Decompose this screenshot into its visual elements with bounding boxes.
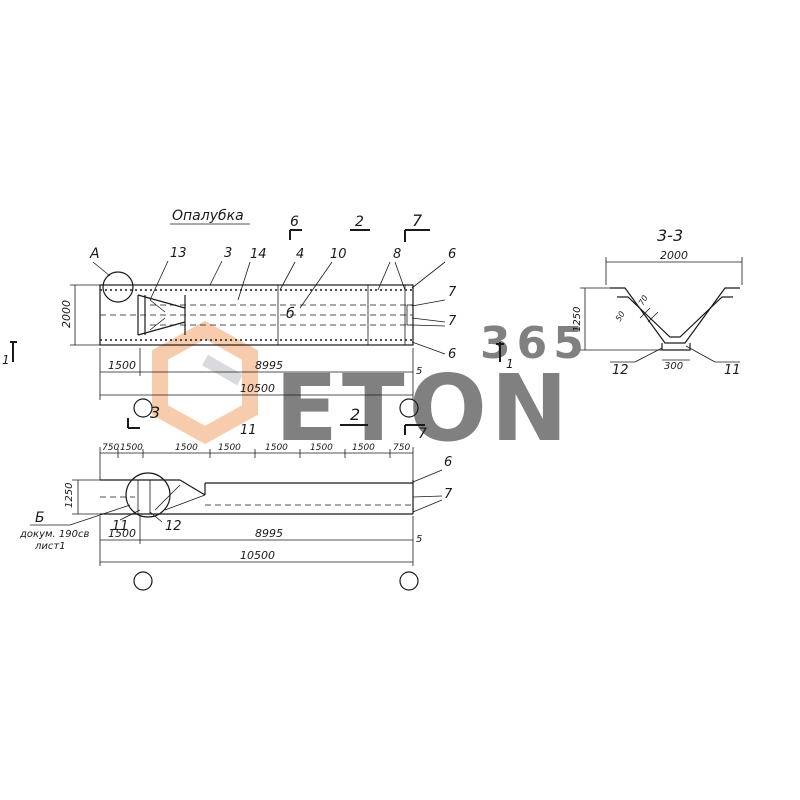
svg-text:б: б bbox=[286, 306, 295, 322]
svg-text:6: 6 bbox=[444, 455, 452, 470]
svg-text:1500: 1500 bbox=[310, 443, 333, 453]
svg-text:7: 7 bbox=[444, 487, 453, 502]
svg-text:300: 300 bbox=[664, 361, 683, 372]
svg-text:70: 70 bbox=[637, 294, 650, 307]
svg-text:7: 7 bbox=[418, 426, 427, 442]
svg-text:А: А bbox=[89, 246, 100, 262]
section-title: 3-3 bbox=[657, 226, 683, 245]
svg-text:1500: 1500 bbox=[120, 443, 143, 453]
bottom-view-top-dims: 750 1500 1500 1500 1500 1500 1500 750 bbox=[99, 443, 414, 480]
svg-text:50: 50 bbox=[614, 310, 627, 323]
cut-marker-2b: 2 bbox=[340, 405, 368, 426]
svg-text:5: 5 bbox=[416, 366, 422, 377]
svg-text:2: 2 bbox=[350, 405, 360, 424]
svg-text:лист1: лист1 bbox=[34, 541, 66, 552]
svg-text:5: 5 bbox=[416, 534, 422, 545]
svg-text:6: 6 bbox=[448, 347, 456, 362]
section-3-3: 3-3 2000 1250 50 70 300 12 11 bbox=[572, 226, 743, 378]
cut-marker-2: 2 bbox=[350, 214, 370, 231]
bottom-view bbox=[100, 472, 414, 518]
svg-text:1: 1 bbox=[506, 357, 514, 371]
bottom-view-dims: 1250 1500 8995 5 10500 bbox=[64, 479, 422, 566]
svg-text:13: 13 bbox=[170, 246, 187, 261]
svg-text:6: 6 bbox=[448, 247, 456, 262]
svg-text:10500: 10500 bbox=[240, 382, 275, 395]
bottom-view-callouts: 6 7 Б докум. 190св лист1 11 12 bbox=[19, 455, 453, 552]
svg-text:1250: 1250 bbox=[572, 307, 583, 332]
svg-text:11: 11 bbox=[724, 363, 741, 378]
svg-text:1500: 1500 bbox=[352, 443, 375, 453]
svg-text:1500: 1500 bbox=[218, 443, 241, 453]
svg-text:8995: 8995 bbox=[255, 359, 283, 372]
svg-text:10500: 10500 bbox=[240, 549, 275, 562]
svg-text:3: 3 bbox=[150, 403, 160, 422]
svg-text:4: 4 bbox=[296, 247, 304, 262]
watermark-logo-icon bbox=[152, 320, 258, 445]
svg-text:2000: 2000 bbox=[60, 300, 73, 328]
svg-text:12: 12 bbox=[612, 363, 629, 378]
svg-text:10: 10 bbox=[330, 247, 347, 262]
svg-text:750: 750 bbox=[102, 443, 119, 453]
svg-text:Б: Б bbox=[35, 510, 45, 526]
cut-marker-11: 11 bbox=[240, 423, 257, 438]
axis-bubbles-top bbox=[133, 398, 419, 418]
svg-text:2000: 2000 bbox=[660, 249, 688, 262]
svg-text:11: 11 bbox=[112, 519, 129, 534]
svg-text:1500: 1500 bbox=[175, 443, 198, 453]
cut-marker-1-right: 1 bbox=[496, 342, 514, 371]
top-view-callouts: А 13 3 14 4 10 б 8 6 7 7 6 bbox=[89, 246, 457, 362]
drawing-title: Опалубка bbox=[172, 208, 244, 224]
svg-text:6: 6 bbox=[290, 214, 299, 230]
top-view-dims: 2000 1500 8995 5 10500 bbox=[60, 284, 422, 400]
svg-text:7: 7 bbox=[412, 211, 423, 230]
svg-text:750: 750 bbox=[393, 443, 410, 453]
cut-marker-3: 3 bbox=[127, 403, 160, 429]
svg-text:3: 3 bbox=[224, 246, 232, 261]
cut-marker-6: 6 bbox=[289, 214, 302, 240]
svg-text:1250: 1250 bbox=[64, 483, 75, 508]
svg-text:11: 11 bbox=[240, 423, 257, 438]
svg-text:1500: 1500 bbox=[265, 443, 288, 453]
svg-text:1500: 1500 bbox=[108, 359, 136, 372]
svg-text:1500: 1500 bbox=[108, 527, 136, 540]
watermark-word: ETON bbox=[275, 355, 572, 462]
svg-text:7: 7 bbox=[448, 314, 457, 329]
svg-text:2: 2 bbox=[355, 214, 364, 230]
cut-marker-1-left: 1 bbox=[2, 341, 17, 367]
svg-text:докум. 190св: докум. 190св bbox=[19, 529, 89, 540]
axis-bubbles-bottom bbox=[133, 571, 419, 591]
cut-marker-7: 7 bbox=[404, 211, 430, 242]
watermark: 3 6 5 ETON bbox=[152, 318, 584, 462]
svg-text:7: 7 bbox=[448, 285, 457, 300]
svg-text:14: 14 bbox=[250, 247, 267, 262]
cut-marker-7b: 7 bbox=[404, 424, 427, 442]
svg-text:8995: 8995 bbox=[255, 527, 283, 540]
svg-text:8: 8 bbox=[393, 247, 401, 262]
svg-text:1: 1 bbox=[2, 353, 10, 367]
svg-text:12: 12 bbox=[165, 519, 182, 534]
top-view bbox=[99, 271, 414, 346]
